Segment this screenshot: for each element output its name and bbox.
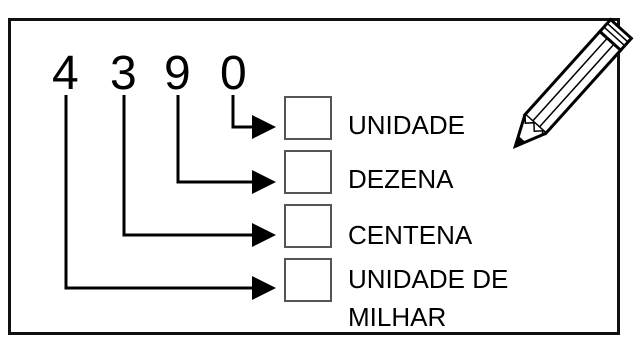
answer-box-dezena[interactable] xyxy=(284,150,332,194)
label-unidade-de-milhar-line2: MILHAR xyxy=(348,302,447,332)
label-centena: CENTENA xyxy=(348,220,473,250)
answer-box-unidade[interactable] xyxy=(284,96,332,140)
connector-dezena xyxy=(176,95,276,194)
digit-tens: 9 xyxy=(164,47,191,100)
answer-box-centena[interactable] xyxy=(284,204,332,248)
label-dezena: DEZENA xyxy=(348,164,454,194)
connector-unidade xyxy=(231,95,276,139)
digit-hundreds: 3 xyxy=(110,47,137,100)
pencil-icon xyxy=(512,17,634,149)
answer-box-unidade-de-milhar[interactable] xyxy=(284,258,332,302)
connector-unidade-de-milhar xyxy=(64,95,276,300)
label-unidade: UNIDADE xyxy=(348,110,466,140)
worksheet-frame xyxy=(8,18,620,335)
digit-units: 0 xyxy=(220,47,247,100)
digit-thousands: 4 xyxy=(52,47,79,100)
label-unidade-de-milhar-line1: UNIDADE DE xyxy=(348,264,509,294)
connector-centena xyxy=(122,95,276,247)
